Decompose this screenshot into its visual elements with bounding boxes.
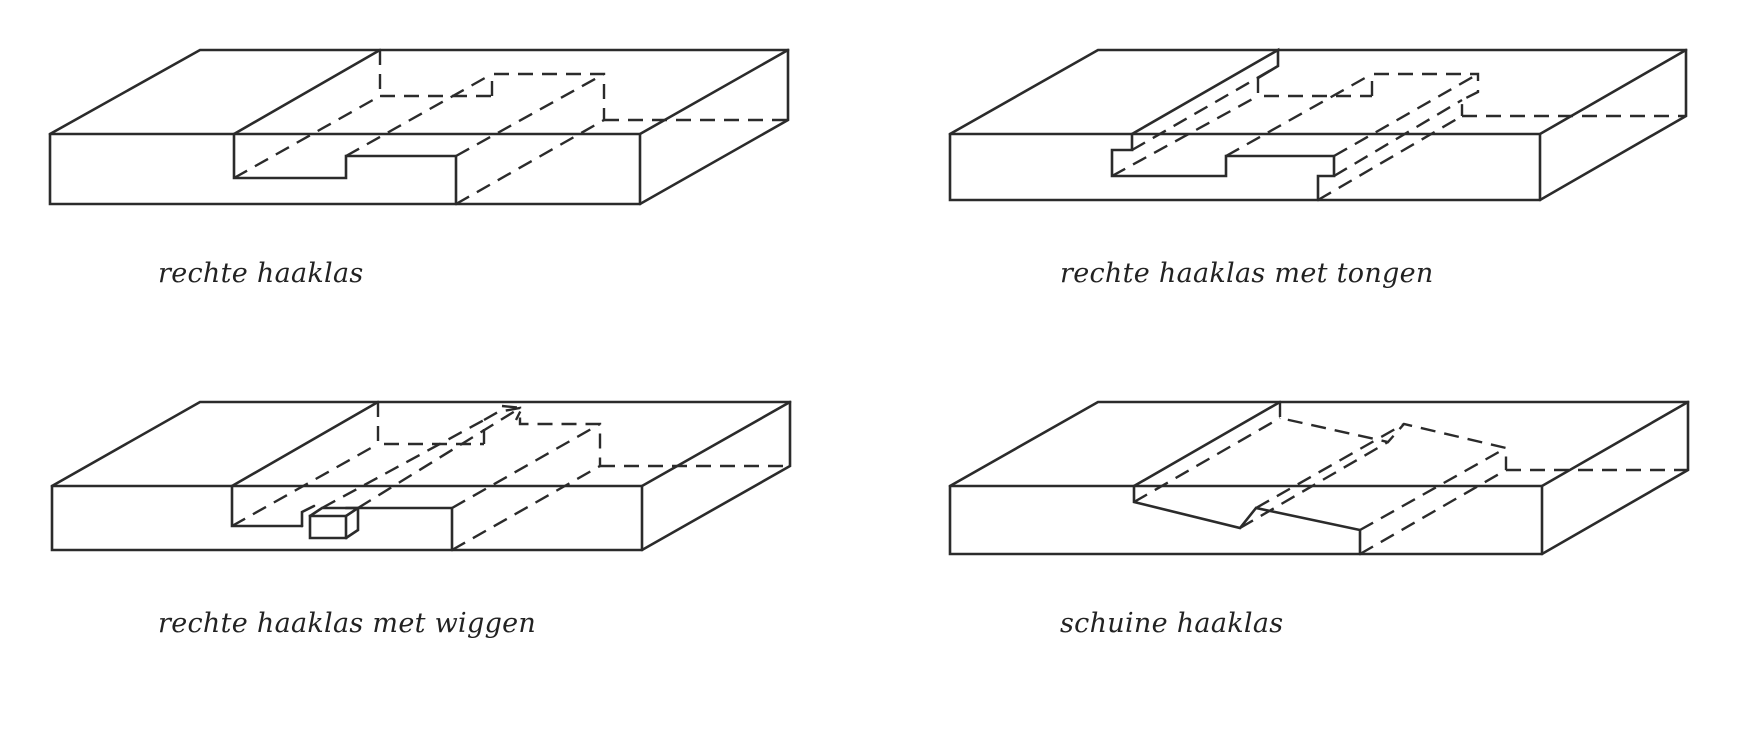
block-top-front-edge <box>948 400 1690 488</box>
block-top-front-edge <box>948 48 1688 136</box>
joint-rechte-haaklas-met-wiggen <box>50 400 792 552</box>
joint-top-line <box>1110 132 1336 202</box>
joint-front-profile <box>232 132 458 206</box>
tongue-top-line <box>1130 47 1280 136</box>
hidden-line <box>1359 446 1507 532</box>
hidden-line <box>455 72 605 158</box>
hidden-line <box>1359 468 1507 556</box>
joint-front-profile <box>344 506 454 552</box>
joint-rechte-haaklas <box>48 48 790 206</box>
caption-joint-4: schuine haaklas <box>1060 608 1284 639</box>
hidden-line <box>233 94 381 180</box>
joint-schuine-haaklas <box>948 400 1690 556</box>
hidden-line <box>376 402 484 446</box>
hidden-line <box>321 418 485 510</box>
caption-joint-2: rechte haaklas met tongen <box>1060 258 1434 289</box>
hidden-line <box>1225 72 1373 158</box>
joint-top-line <box>1132 400 1282 488</box>
joint-slanted-profile <box>1132 484 1362 556</box>
hidden-line <box>1370 72 1480 116</box>
hidden-line <box>1111 94 1259 178</box>
wedge-side <box>344 506 360 540</box>
block-top-front-edge <box>48 48 790 136</box>
hidden-line <box>1278 402 1508 470</box>
hidden-line <box>357 406 521 510</box>
hidden-line <box>490 72 606 120</box>
caption-joint-1: rechte haaklas <box>158 258 364 289</box>
hidden-line <box>1239 440 1389 530</box>
joint-rechte-haaklas-met-tongen <box>948 47 1688 202</box>
hidden-line <box>451 422 601 510</box>
hidden-line <box>451 464 601 552</box>
hidden-line <box>345 72 493 158</box>
hidden-line <box>455 118 605 206</box>
joint-top-line <box>232 48 382 136</box>
joint-top-line <box>230 400 380 488</box>
wedge-top <box>308 506 363 518</box>
hidden-line <box>1256 78 1372 98</box>
caption-joint-3: rechte haaklas met wiggen <box>158 608 537 639</box>
wedge-back <box>300 504 316 528</box>
hidden-line <box>1317 114 1463 202</box>
hidden-line <box>1333 98 1463 178</box>
block-outline <box>948 400 1690 556</box>
hidden-line <box>501 404 524 421</box>
hidden-line <box>231 442 379 528</box>
hidden-line <box>1333 72 1479 158</box>
hidden-line <box>1131 64 1279 152</box>
hidden-line <box>1255 422 1405 510</box>
block-outline <box>48 48 790 206</box>
block-outline <box>50 400 792 552</box>
hidden-line <box>1133 416 1281 504</box>
wedge-front <box>308 514 348 540</box>
